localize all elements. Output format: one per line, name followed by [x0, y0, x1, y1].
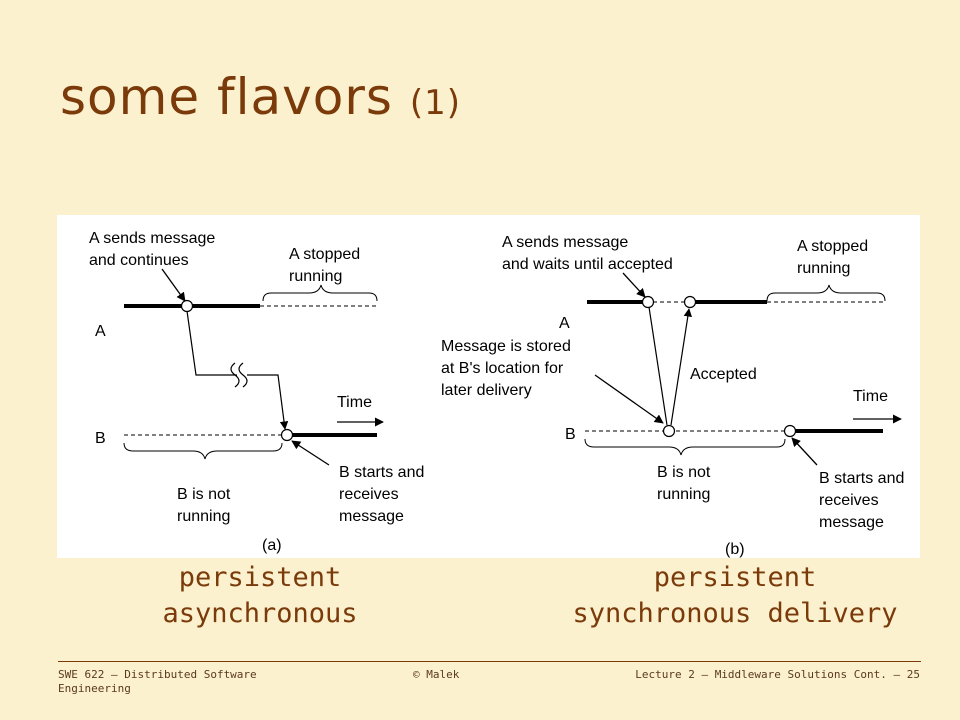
caption-persistent-synchronous: persistent synchronous delivery: [560, 560, 910, 632]
diagram-a: A sends message and continues A stopped …: [89, 230, 424, 554]
b-stopped-brace: [766, 284, 886, 302]
b-accept-event: [683, 295, 697, 309]
b-accepted-label: Accepted: [690, 366, 757, 383]
a-receive-pointer: [291, 440, 330, 466]
caption-left-line1: persistent: [178, 562, 342, 593]
footer-divider: [58, 661, 921, 662]
a-not-running-line1: B is not: [177, 486, 231, 503]
message-timing-figure: A sends message and continues A stopped …: [57, 215, 920, 558]
a-not-running-brace: [123, 442, 283, 460]
b-store-event: [662, 424, 676, 438]
a-receives-line3: message: [339, 508, 404, 525]
a-receive-event: [280, 428, 294, 442]
a-process-b-label: B: [95, 430, 106, 447]
b-tag: (b): [725, 541, 745, 558]
a-break-mark-1: [230, 362, 240, 388]
footer-lecture: Lecture 2 – Middleware Solutions Cont. –…: [635, 668, 920, 681]
b-process-a-label: A: [559, 315, 570, 332]
a-break-mark-2: [238, 362, 248, 388]
diagram-b: A sends message and waits until accepted…: [441, 234, 904, 558]
a-stopped-line2: running: [289, 268, 342, 285]
b-accepted-line: [670, 308, 692, 426]
caption-right-line1: persistent: [653, 562, 817, 593]
b-sender-note-line1: A sends message: [502, 234, 628, 251]
a-receives-line2: receives: [339, 486, 399, 503]
b-receive-pointer: [791, 437, 818, 466]
a-message-path-2: [247, 374, 289, 430]
b-receives-line1: B starts and: [819, 470, 904, 487]
a-sender-note-line1: A sends message: [89, 230, 215, 247]
caption-persistent-asynchronous: persistent asynchronous: [110, 560, 410, 632]
b-stored-line3: later delivery: [441, 382, 532, 399]
a-sender-note-line2: and continues: [89, 252, 189, 269]
footer-author: © Malek: [413, 668, 460, 681]
a-process-a-label: A: [95, 323, 106, 340]
a-stopped-line1: A stopped: [289, 246, 360, 263]
b-not-running-line2: running: [657, 486, 710, 503]
b-not-running-brace: [584, 438, 786, 456]
a-message-path-1: [186, 310, 237, 376]
b-time-label: Time: [853, 388, 888, 405]
b-stopped-line2: running: [797, 260, 850, 277]
caption-left-line2: asynchronous: [162, 598, 358, 629]
b-receive-event: [783, 424, 797, 438]
b-stored-pointer: [594, 374, 664, 424]
b-receives-line3: message: [819, 514, 884, 531]
b-message-line: [648, 306, 668, 426]
caption-right-line2: synchronous delivery: [572, 598, 898, 629]
b-process-b-label: B: [565, 426, 576, 443]
b-send-event: [641, 295, 655, 309]
timing-diagrams-svg: A sends message and continues A stopped …: [89, 230, 904, 558]
a-send-event: [180, 299, 194, 313]
a-sender-pointer: [161, 268, 186, 302]
footer-course: SWE 622 – Distributed Software Engineeri…: [58, 668, 257, 695]
b-stored-line1: Message is stored: [441, 338, 571, 355]
slide-title-text: some flavors: [60, 68, 393, 126]
b-stopped-line1: A stopped: [797, 238, 868, 255]
b-not-running-line1: B is not: [657, 464, 711, 481]
b-stored-line2: at B's location for: [441, 360, 564, 377]
a-stopped-brace: [262, 284, 378, 302]
a-receives-line1: B starts and: [339, 464, 424, 481]
a-tag: (a): [262, 537, 282, 554]
a-time-label: Time: [337, 394, 372, 411]
b-sender-note-line2: and waits until accepted: [502, 256, 673, 273]
b-receives-line2: receives: [819, 492, 879, 509]
slide-title-suffix: (1): [409, 83, 462, 123]
slide-title: some flavors (1): [60, 68, 461, 126]
a-not-running-line2: running: [177, 508, 230, 525]
b-sender-pointer: [622, 272, 646, 298]
